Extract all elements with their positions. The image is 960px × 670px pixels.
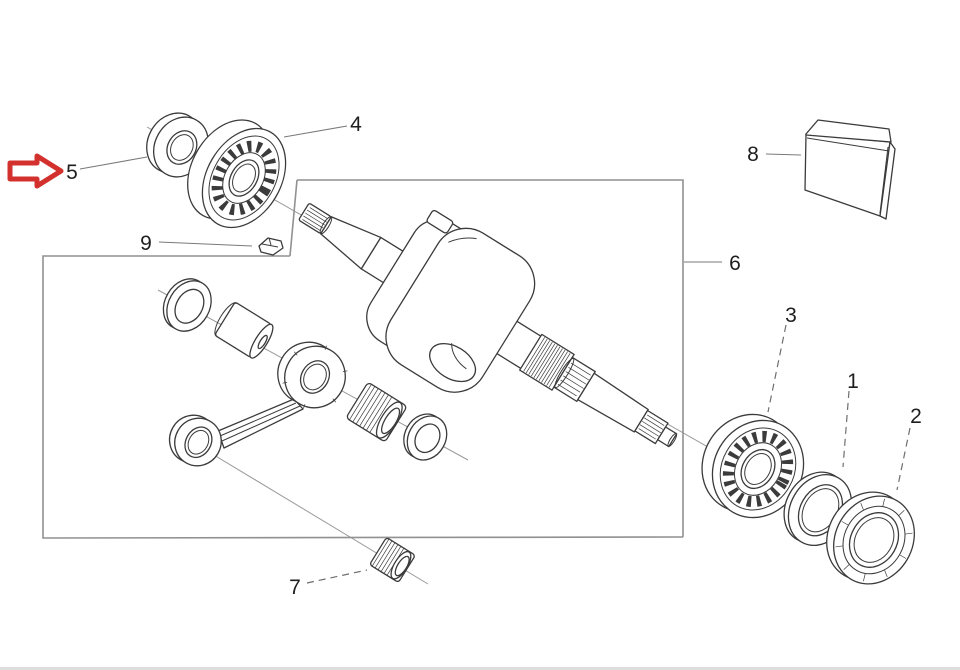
thrust-washer-upper — [162, 278, 212, 332]
crankshaft-box-outline — [297, 179, 684, 537]
crankshaft-box-left-edge — [289, 179, 298, 257]
leader-1 — [842, 390, 850, 468]
leader-4 — [283, 125, 348, 138]
thrust-washer-lower — [403, 413, 448, 461]
callout-3: 3 — [785, 304, 797, 327]
callout-1: 1 — [847, 370, 859, 393]
leader-2 — [896, 427, 911, 491]
woodruff-key — [258, 237, 284, 256]
ball-bearing-right — [701, 413, 805, 519]
conrod-kit-box-outline — [42, 255, 684, 539]
leader-5 — [79, 156, 148, 170]
callout-labels: 1 2 3 4 5 6 7 8 9 — [66, 113, 922, 599]
leader-3 — [767, 324, 787, 413]
leader-8 — [765, 153, 802, 156]
big-end-needle-cage — [346, 383, 407, 442]
crankshaft — [298, 203, 678, 448]
ball-bearing-left — [187, 119, 287, 229]
callout-6: 6 — [729, 252, 741, 275]
callout-7: 7 — [289, 576, 301, 599]
callout-8: 8 — [747, 143, 759, 166]
callout-5: 5 — [66, 161, 78, 184]
callout-2: 2 — [910, 405, 922, 428]
piston-pin — [214, 302, 274, 359]
kit-boxes — [42, 179, 684, 539]
leader-lines — [79, 125, 911, 584]
page-bottom-edge — [0, 667, 960, 670]
callout-4: 4 — [350, 113, 362, 136]
crank-web-front — [385, 227, 536, 393]
leader-9 — [158, 241, 253, 247]
connecting-rod — [168, 341, 348, 467]
parts-bag — [804, 119, 896, 220]
callout-9: 9 — [140, 232, 152, 255]
small-end-needle-bearing — [370, 537, 415, 583]
highlight-arrow-icon — [7, 153, 64, 189]
oil-seal-right — [826, 491, 916, 585]
leader-7 — [306, 569, 368, 584]
